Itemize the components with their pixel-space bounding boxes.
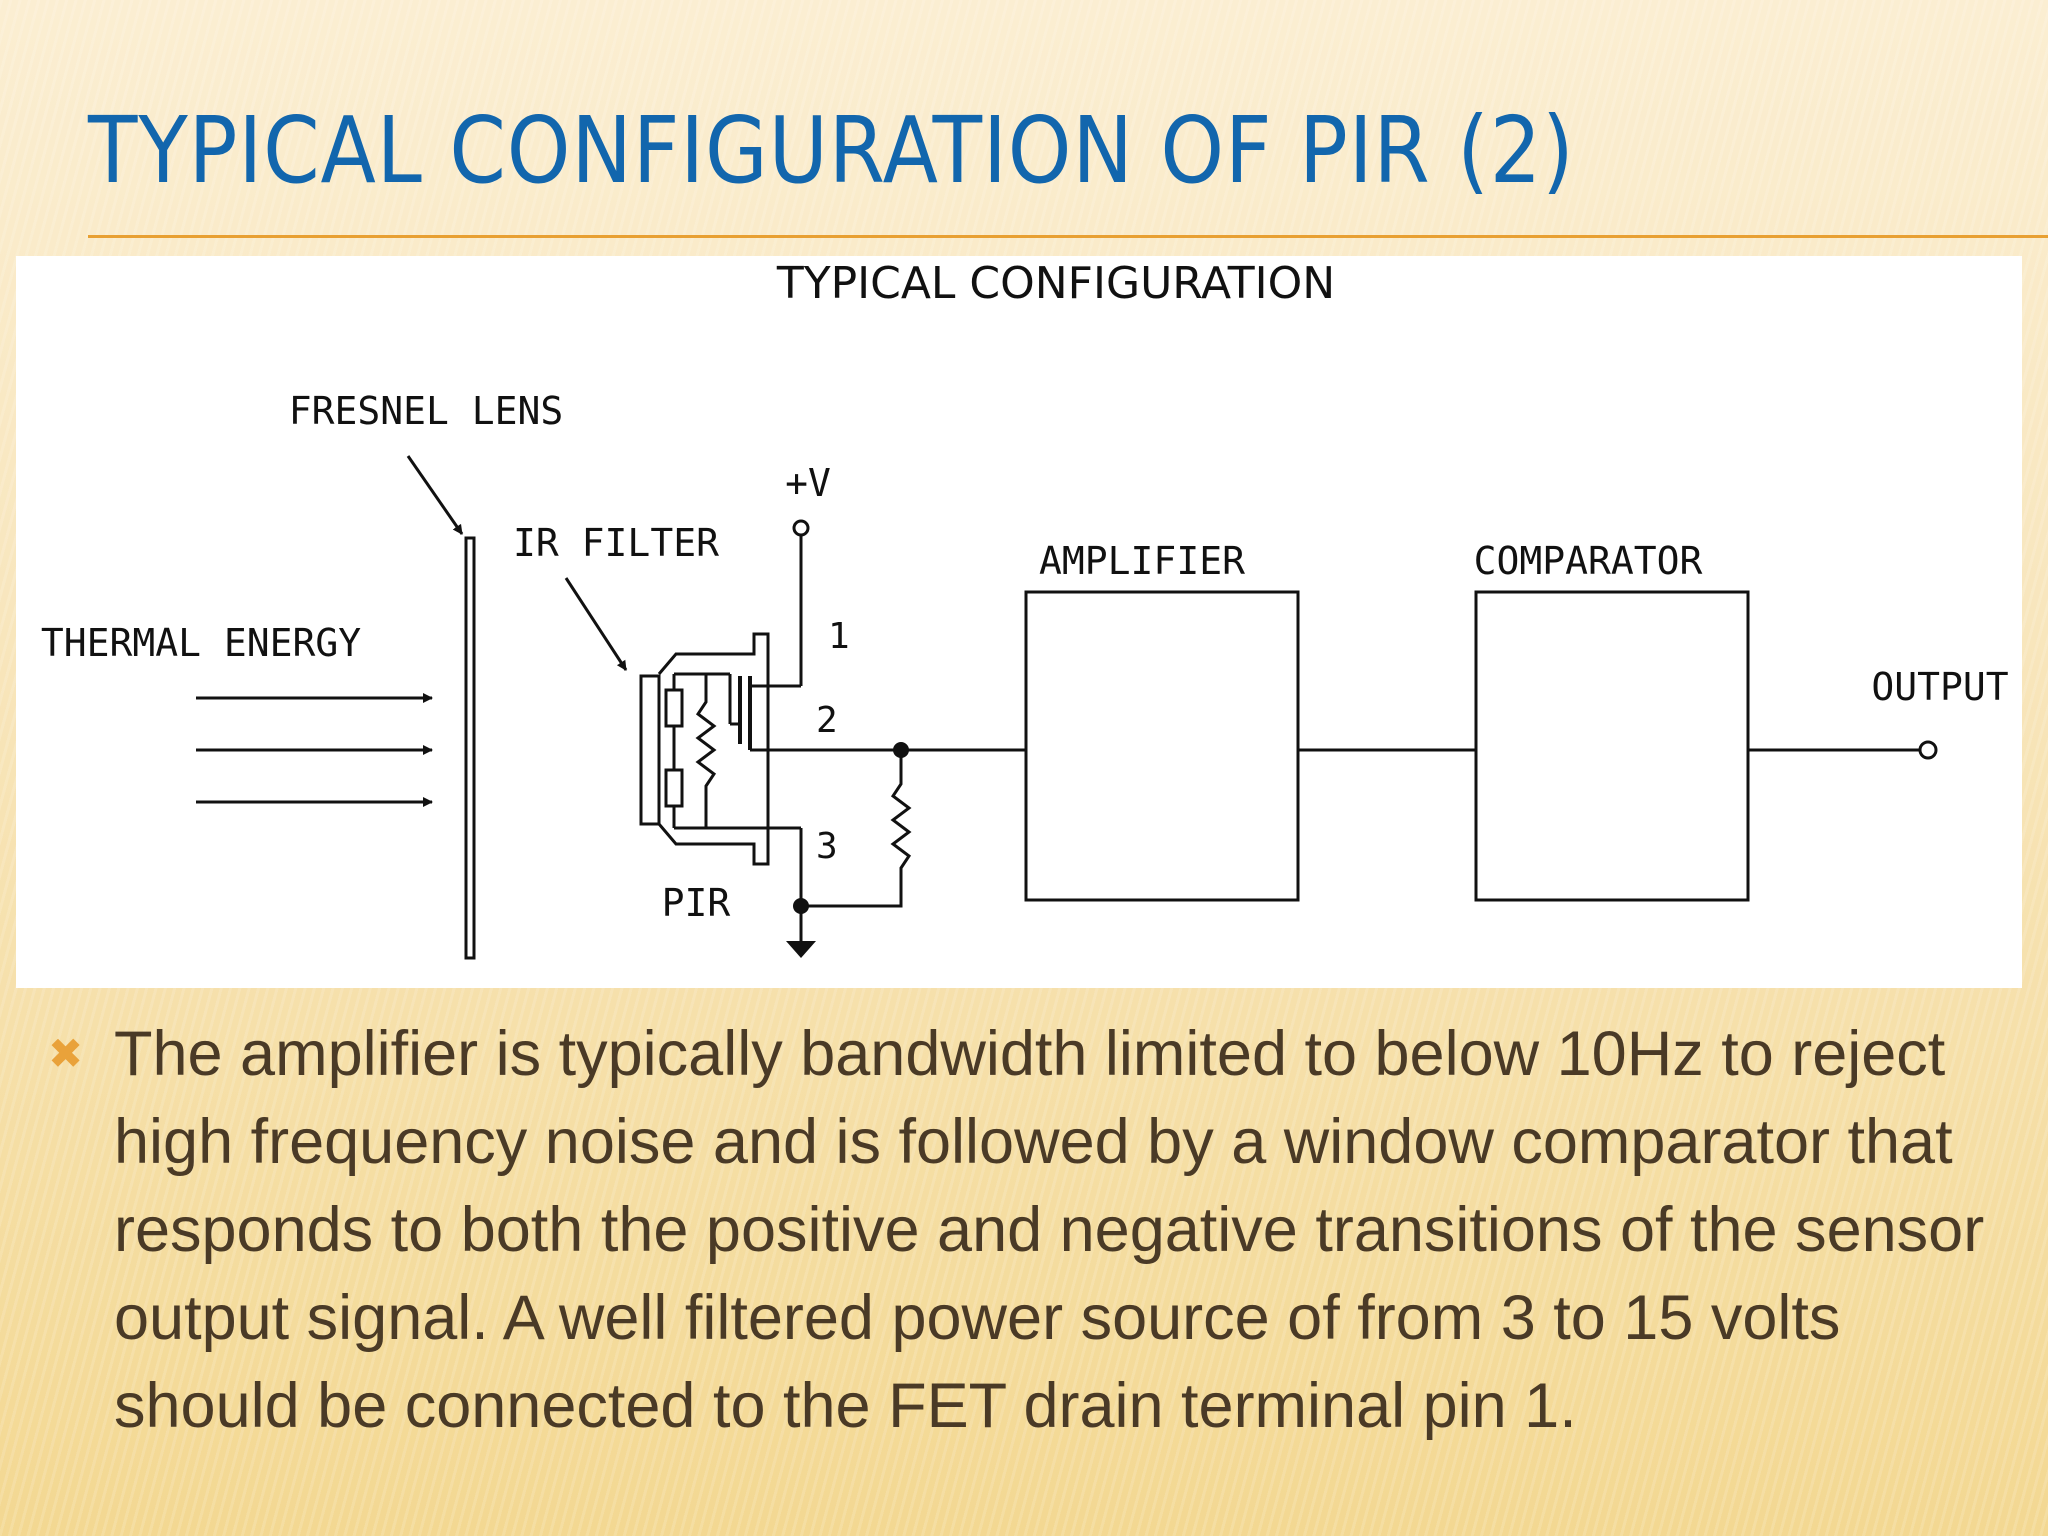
thermal-energy-label: THERMAL ENERGY [41, 621, 361, 665]
internal-resistor [695, 674, 717, 828]
pir-sensor [639, 632, 801, 866]
ir-filter-pointer [564, 577, 628, 671]
pin-3-label: 3 [816, 826, 838, 867]
fresnel-lens-label: FRESNEL LENS [289, 389, 564, 433]
pin-1-label: 1 [828, 616, 850, 657]
pir-label: PIR [662, 881, 731, 925]
output-label: OUTPUT [1871, 665, 2008, 709]
sensing-element-2 [664, 768, 684, 808]
amplifier-label: AMPLIFIER [1039, 539, 1245, 583]
comparator-label: COMPARATOR [1474, 539, 1703, 583]
ir-filter-label: IR FILTER [513, 521, 719, 565]
title-divider [88, 235, 2048, 238]
pin-2-label: 2 [816, 700, 838, 741]
supply-label: +V [785, 461, 831, 505]
supply-terminal [792, 519, 810, 537]
slide-title: TYPICAL CONFIGURATION OF PIR (2) [88, 97, 1575, 204]
bullet-item: ✖ The amplifier is typically bandwidth l… [48, 1010, 2033, 1450]
circuit-svg: TYPICAL CONFIGURATION FRESNEL LENS THERM… [41, 258, 2009, 960]
fresnel-lens-pointer [406, 455, 464, 535]
amplifier-block [1024, 590, 1300, 902]
diagram-heading: TYPICAL CONFIGURATION [776, 258, 1335, 309]
ground-icon [786, 941, 816, 958]
sensing-element-1 [664, 688, 684, 728]
x-mark-icon: ✖ [48, 1029, 84, 1078]
fresnel-lens-plate [464, 536, 476, 960]
output-terminal [1918, 740, 1938, 760]
circuit-diagram: TYPICAL CONFIGURATION FRESNEL LENS THERM… [16, 256, 2022, 988]
bullet-text: The amplifier is typically bandwidth lim… [114, 1019, 1985, 1441]
ir-filter-element [639, 674, 661, 826]
load-resistor [801, 750, 912, 908]
comparator-block [1474, 590, 1750, 902]
